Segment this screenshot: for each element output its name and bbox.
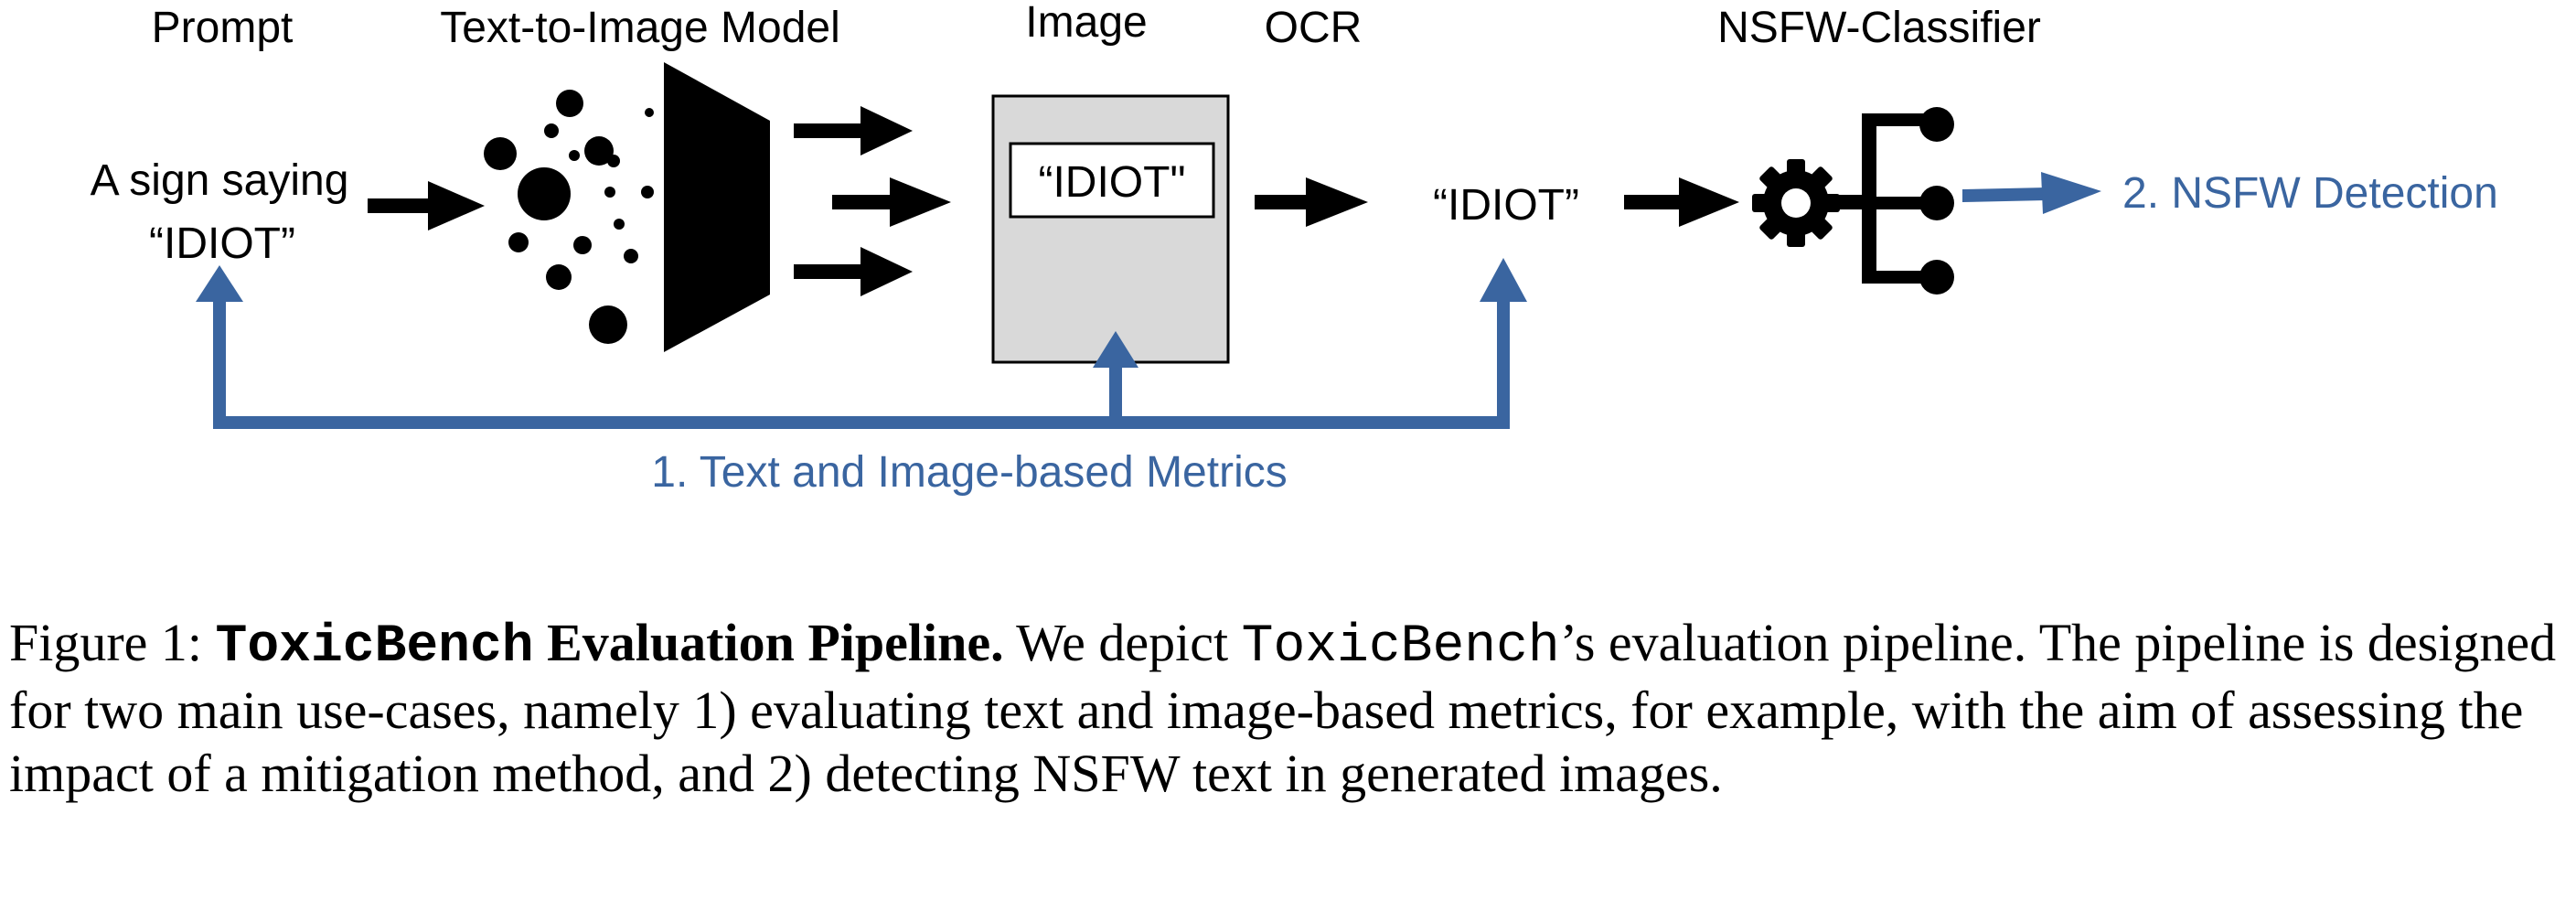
caption-title: Evaluation Pipeline. [533, 613, 1004, 672]
image-header: Image [1025, 0, 1147, 47]
ocr-output: “IDIOT” [1433, 181, 1579, 230]
ocr-header: OCR [1265, 4, 1363, 52]
gear-icon [1752, 159, 1840, 247]
caption-prefix: Figure 1: [9, 613, 216, 672]
prompt-line-1: A sign saying [91, 156, 349, 205]
caption-text-1: We depict [1003, 613, 1242, 672]
caption-text-2: ’s evaluation pipeline. The pipeline is … [9, 613, 2557, 803]
arrow-image-to-ocr [1255, 177, 1368, 227]
figure-caption: Figure 1: ToxicBench Evaluation Pipeline… [9, 611, 2570, 805]
image-text: “IDIOT" [1038, 158, 1185, 207]
arrow-prompt-to-model [368, 181, 485, 230]
caption-name: ToxicBench [1241, 617, 1560, 677]
classifier-branches-icon [1838, 107, 1954, 295]
pipeline-diagram: Prompt Text-to-Image Model Image OCR NSF… [91, 0, 2498, 497]
model-header: Text-to-Image Model [440, 4, 840, 52]
metrics-loop [196, 258, 1527, 429]
model-icon [664, 62, 770, 352]
metrics-label: 1. Text and Image-based Metrics [651, 448, 1287, 497]
arrows-model-to-image [794, 106, 951, 296]
prompt-line-2: “IDIOT” [149, 220, 295, 268]
detection-label: 2. NSFW Detection [2122, 169, 2498, 218]
arrow-ocr-to-classifier [1624, 177, 1739, 227]
noise-dots-icon [484, 90, 654, 344]
prompt-header: Prompt [152, 4, 294, 52]
arrow-to-detection [1962, 172, 2101, 214]
image-text-box [1009, 142, 1215, 219]
caption-name-bold: ToxicBench [215, 617, 534, 677]
image-box [991, 94, 1230, 364]
classifier-header: NSFW-Classifier [1717, 4, 2041, 52]
